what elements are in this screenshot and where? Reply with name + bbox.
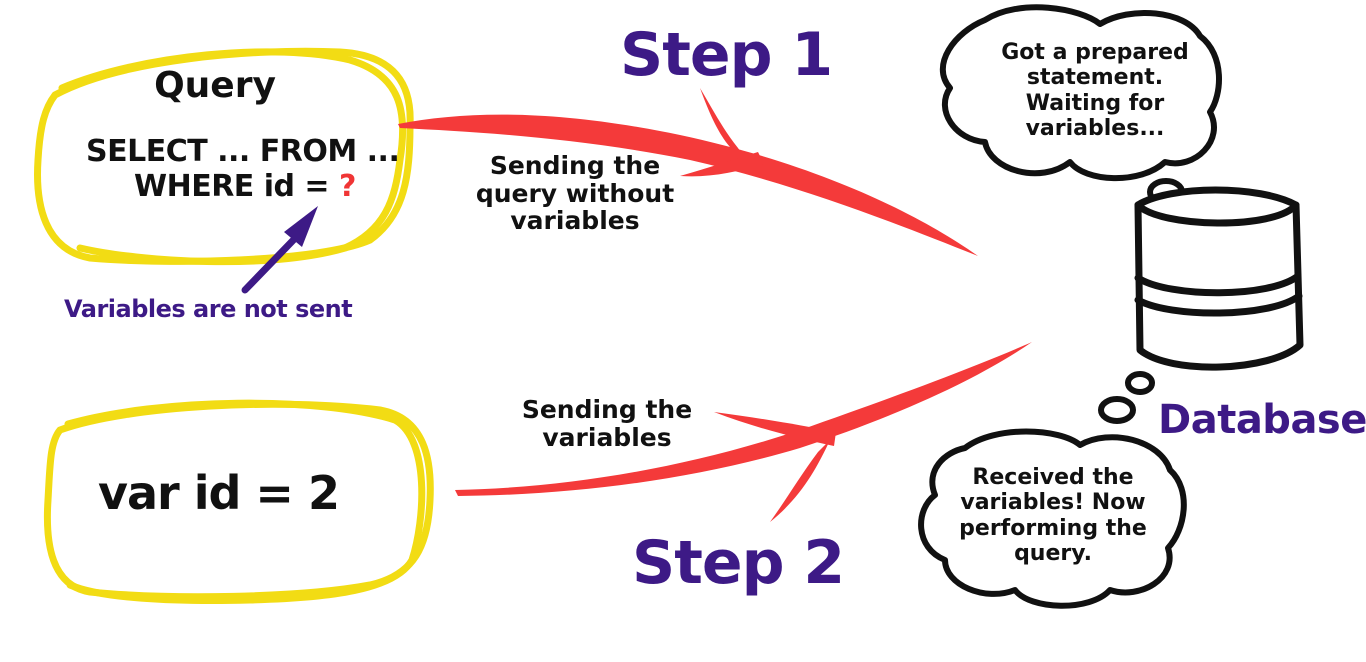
step1-arrow	[398, 88, 978, 256]
thought-bubble-bottom	[918, 428, 1187, 609]
query-title: Query	[154, 65, 276, 106]
placeholder-question-mark: ?	[339, 169, 356, 204]
query-frame	[34, 47, 414, 266]
query-select-clause: SELECT ... FROM ...	[86, 134, 400, 169]
database-icon	[1134, 186, 1304, 371]
pointer-arrow	[241, 206, 318, 294]
query-where-clause: WHERE id = ?	[134, 170, 356, 203]
thought-dots-bottom	[1098, 371, 1155, 424]
thought-bubble-top	[939, 4, 1222, 182]
variable-frame	[43, 399, 434, 604]
variable-assignment: var id = 2	[98, 466, 340, 520]
step2-label: Step 2	[632, 528, 845, 598]
where-clause-text: WHERE id =	[134, 169, 340, 204]
database-label: Database	[1158, 397, 1366, 443]
step2-arrow	[455, 342, 1032, 522]
variables-not-sent-note: Variables are not sent	[64, 295, 353, 323]
step1-label: Step 1	[620, 20, 833, 90]
